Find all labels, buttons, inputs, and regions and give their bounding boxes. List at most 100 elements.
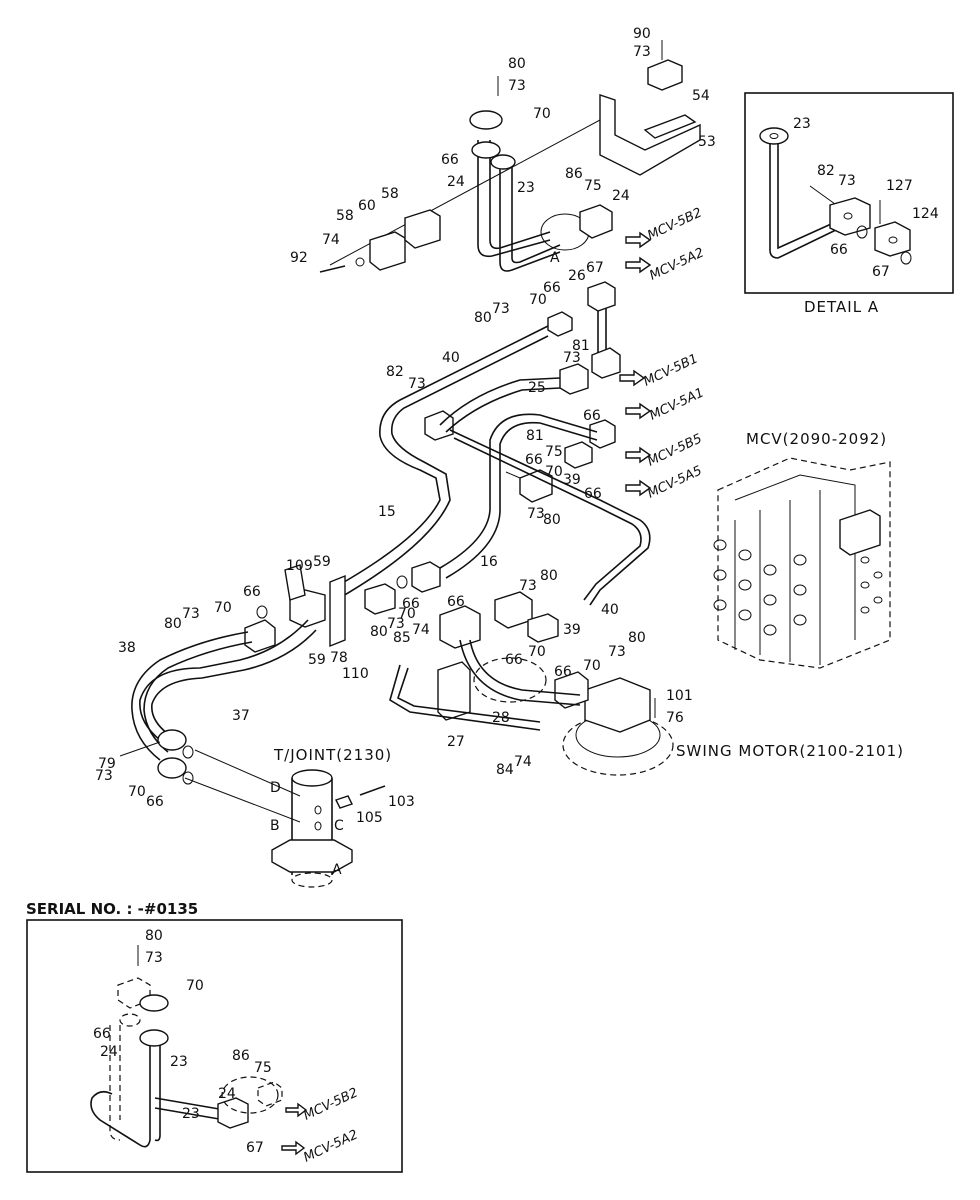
port-letter-a: A xyxy=(332,862,342,878)
callout-38: 38 xyxy=(118,640,136,656)
inset-callout-23: 23 xyxy=(170,1054,188,1070)
callout-39: 39 xyxy=(563,472,581,488)
callout-58: 58 xyxy=(336,208,354,224)
callout-75: 75 xyxy=(545,444,563,460)
inset-callout-80: 80 xyxy=(145,928,163,944)
callout-26: 26 xyxy=(568,268,586,284)
callout-84: 84 xyxy=(496,762,514,778)
callout-90: 90 xyxy=(633,26,651,42)
tjoint-title: T/JOINT(2130) xyxy=(273,746,392,764)
callout-66: 66 xyxy=(505,652,523,668)
callout-73: 73 xyxy=(492,301,510,317)
callout-101: 101 xyxy=(666,688,693,704)
callout-73: 73 xyxy=(508,78,526,94)
callout-75: 75 xyxy=(584,178,602,194)
callout-85: 85 xyxy=(393,630,411,646)
port-mcv-5a2: MCV-5A2 xyxy=(647,245,706,283)
callout-80: 80 xyxy=(370,624,388,640)
detail-a-title: DETAIL A xyxy=(804,298,879,316)
callout-80: 80 xyxy=(540,568,558,584)
callout-73: 73 xyxy=(387,616,405,632)
callout-66: 66 xyxy=(447,594,465,610)
callout-70: 70 xyxy=(398,606,416,622)
callout-73: 73 xyxy=(527,506,545,522)
callout-67: 67 xyxy=(586,260,604,276)
callout-70: 70 xyxy=(214,600,232,616)
callout-59: 59 xyxy=(313,554,331,570)
swing-motor-title: SWING MOTOR(2100-2101) xyxy=(676,742,904,760)
inset-callout-23: 23 xyxy=(182,1106,200,1122)
callout-16: 16 xyxy=(480,554,498,570)
inset-callout-24: 24 xyxy=(218,1086,236,1102)
mcv-title: MCV(2090-2092) xyxy=(746,430,887,448)
callout-80: 80 xyxy=(628,630,646,646)
callout-70: 70 xyxy=(529,292,547,308)
top-bracket-assembly xyxy=(319,40,701,273)
inset-port-mcv-5b2: MCV-5B2 xyxy=(301,1085,360,1123)
callout-81: 81 xyxy=(526,428,544,444)
turning-joint xyxy=(271,769,386,888)
callout-73: 73 xyxy=(182,606,200,622)
callout-15: 15 xyxy=(378,504,396,520)
callout-80: 80 xyxy=(543,512,561,528)
callout-92: 92 xyxy=(290,250,308,266)
callout-54: 54 xyxy=(692,88,710,104)
port-letter-a-top: A xyxy=(550,250,560,266)
inset-callout-75: 75 xyxy=(254,1060,272,1076)
inset-callout-86: 86 xyxy=(232,1048,250,1064)
callout-74: 74 xyxy=(514,754,532,770)
port-mcv-5b1: MCV-5B1 xyxy=(641,351,700,389)
inset-callout-70: 70 xyxy=(186,978,204,994)
port-letter-c: C xyxy=(334,818,344,834)
callout-82: 82 xyxy=(386,364,404,380)
callout-53: 53 xyxy=(698,134,716,150)
callout-23: 23 xyxy=(793,116,811,132)
callout-27: 27 xyxy=(447,734,465,750)
port-letter-d: D xyxy=(270,780,281,796)
callout-37: 37 xyxy=(232,708,250,724)
callout-66: 66 xyxy=(543,280,561,296)
callout-78: 78 xyxy=(330,650,348,666)
inset-callout-67: 67 xyxy=(246,1140,264,1156)
callout-86: 86 xyxy=(565,166,583,182)
callout-66: 66 xyxy=(243,584,261,600)
callout-66: 66 xyxy=(441,152,459,168)
callout-76: 76 xyxy=(666,710,684,726)
callout-110: 110 xyxy=(342,666,369,682)
callout-70: 70 xyxy=(583,658,601,674)
mcv-port-arrows xyxy=(619,231,652,497)
callout-67: 67 xyxy=(872,264,890,280)
callout-40: 40 xyxy=(442,350,460,366)
inset-port-mcv-5a2: MCV-5A2 xyxy=(301,1127,360,1165)
callout-73: 73 xyxy=(633,44,651,60)
callout-82: 82 xyxy=(817,163,835,179)
callout-24: 24 xyxy=(612,188,630,204)
callout-70: 70 xyxy=(528,644,546,660)
inset-callout-24: 24 xyxy=(100,1044,118,1060)
callout-58: 58 xyxy=(381,186,399,202)
callout-59: 59 xyxy=(308,652,326,668)
port-letter-b: B xyxy=(270,818,280,834)
callout-73: 73 xyxy=(608,644,626,660)
callout-81: 81 xyxy=(572,338,590,354)
port-mcv-5a1: MCV-5A1 xyxy=(647,385,706,423)
callout-73: 73 xyxy=(519,578,537,594)
callout-73: 73 xyxy=(408,376,426,392)
callout-80: 80 xyxy=(164,616,182,632)
callout-103: 103 xyxy=(388,794,415,810)
callout-39: 39 xyxy=(563,622,581,638)
callout-23: 23 xyxy=(517,180,535,196)
callout-66: 66 xyxy=(146,794,164,810)
callout-74: 74 xyxy=(322,232,340,248)
callout-66: 66 xyxy=(584,486,602,502)
callout-74: 74 xyxy=(412,622,430,638)
callout-25: 25 xyxy=(528,380,546,396)
middle-pipe-run xyxy=(329,281,651,606)
callout-66: 66 xyxy=(830,242,848,258)
callout-70: 70 xyxy=(128,784,146,800)
callout-40: 40 xyxy=(601,602,619,618)
mcv-block xyxy=(713,457,891,669)
callout-124: 124 xyxy=(912,206,939,222)
